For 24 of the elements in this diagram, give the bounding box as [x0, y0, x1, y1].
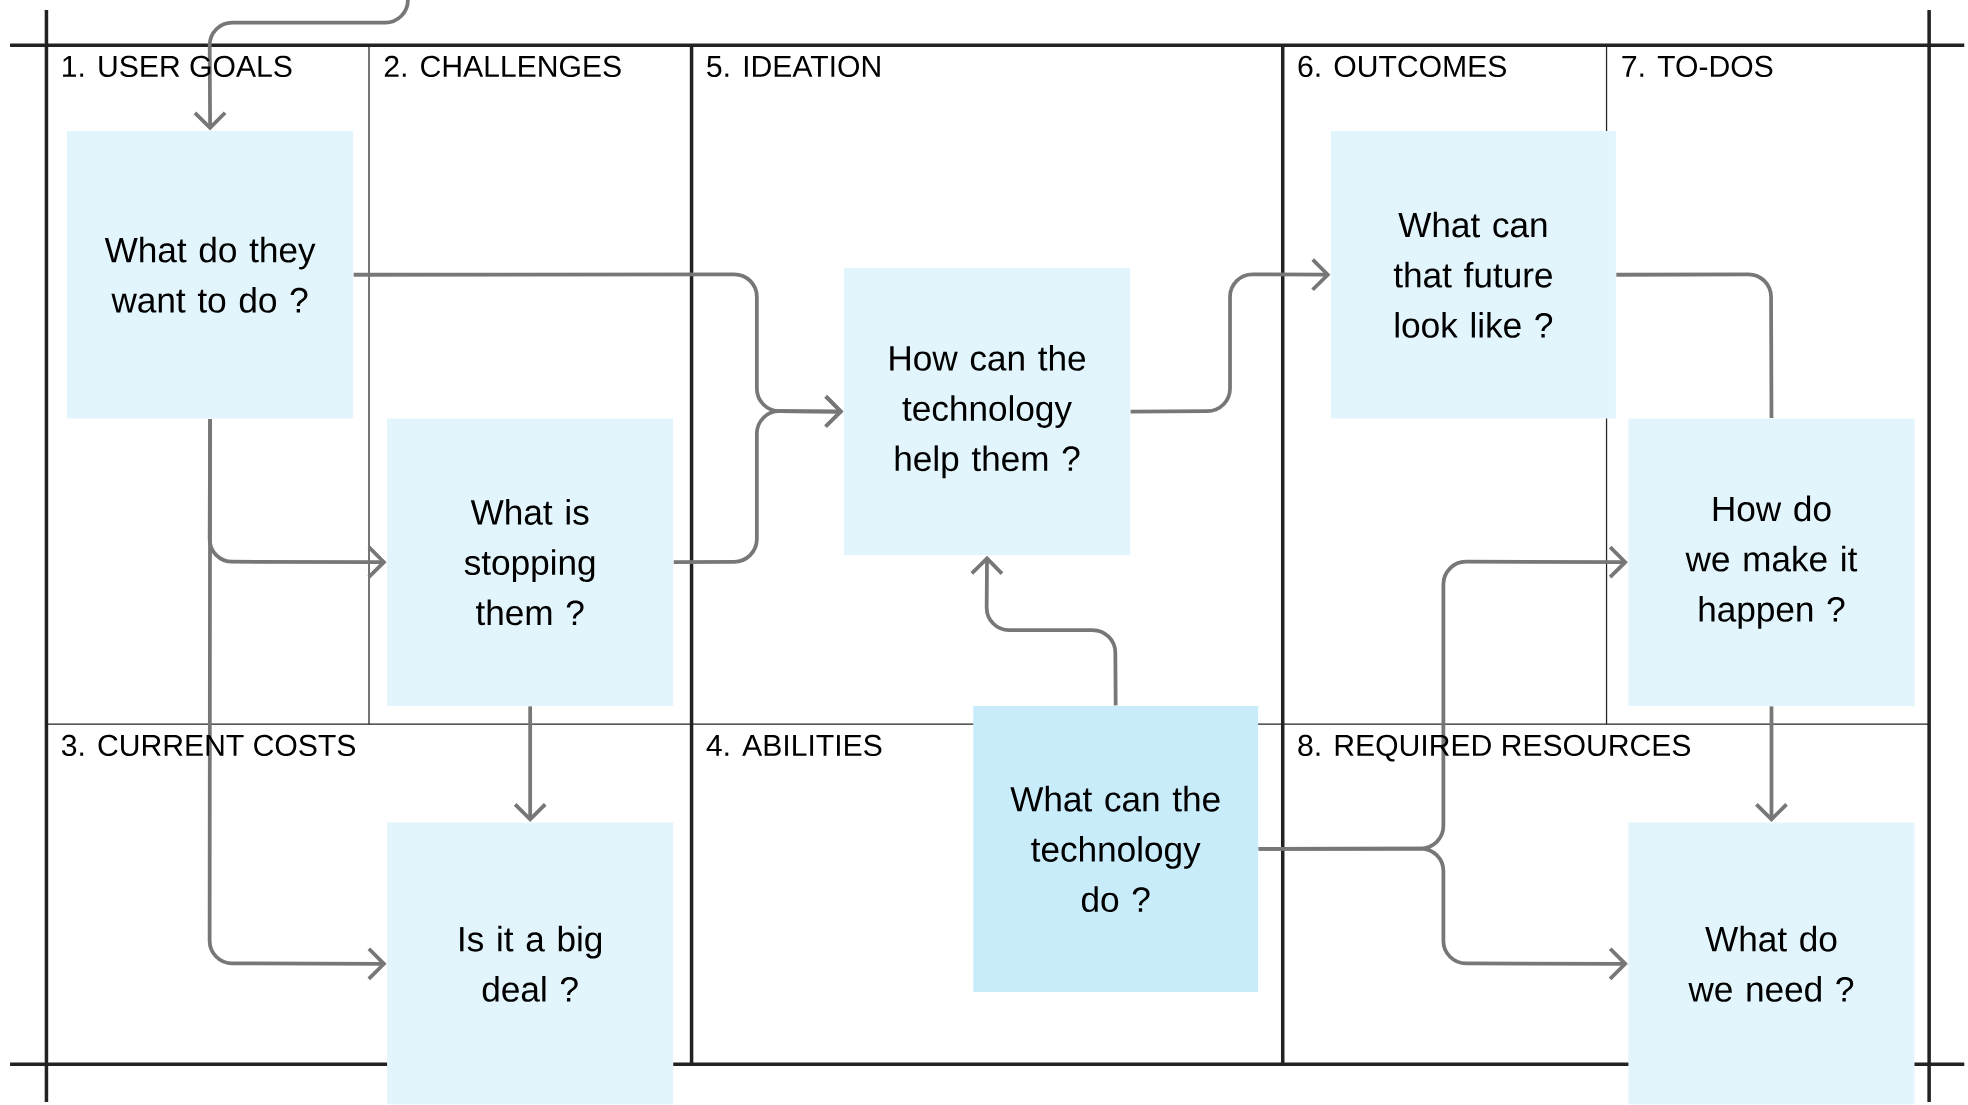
zone-heading: 7. TO-DOS [1622, 56, 1773, 78]
arrow [193, 0, 410, 131]
sticky-note: What can the technology do ? [973, 706, 1259, 993]
zone-heading: 8. REQUIRED RESOURCES [1298, 735, 1691, 762]
sticky-note: Is it a big deal ? [387, 822, 674, 1105]
sticky-note: How do we make it happen ? [1628, 418, 1915, 707]
arrow [970, 556, 1118, 706]
arrow [673, 395, 844, 565]
zone-heading: 3. CURRENT COSTS [61, 735, 355, 757]
zone-heading: 1. USER GOALS [63, 56, 292, 78]
arrow [513, 706, 547, 823]
arrow [1755, 706, 1788, 823]
sticky-note: What is stopping them ? [387, 418, 674, 707]
sticky-note: What do they want to do ? [67, 131, 354, 419]
sticky-note: What can that future look like ? [1330, 131, 1616, 419]
sticky-note: What do we need ? [1628, 822, 1915, 1105]
zone-heading: 6. OUTCOMES [1298, 56, 1506, 78]
arrow [1130, 258, 1331, 414]
sticky-note: How can the technology help them ? [843, 268, 1131, 556]
arrow [1258, 846, 1628, 981]
zone-heading: 4. ABILITIES [706, 735, 882, 757]
zone-heading: 5. IDEATION [707, 56, 880, 78]
zone-heading: 2. CHALLENGES [384, 56, 621, 78]
arrow [207, 419, 387, 981]
